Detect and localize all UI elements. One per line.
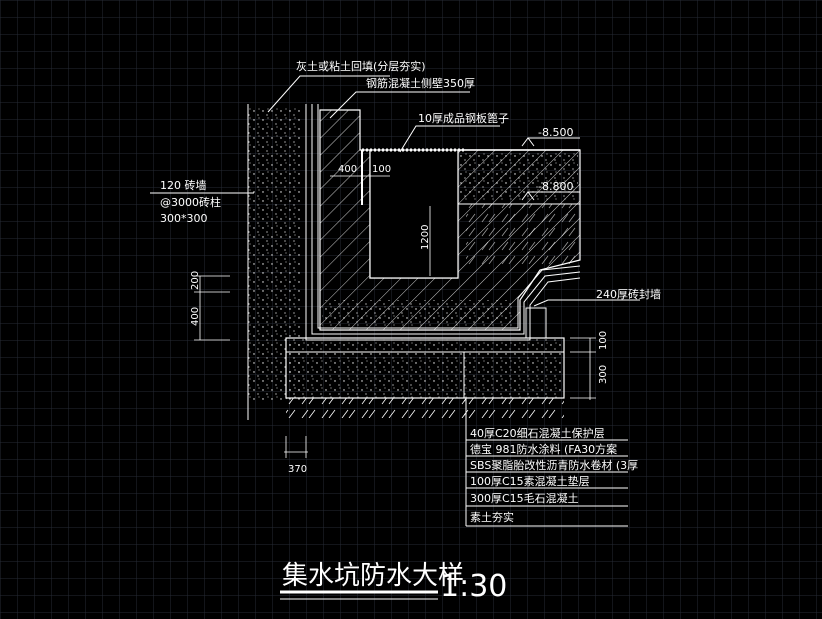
waterproof-line-1 bbox=[305, 104, 581, 341]
leader-backfill bbox=[267, 75, 390, 113]
drawing-title: 集水坑防水大样 bbox=[282, 561, 464, 591]
dim-400-left: 400 bbox=[190, 307, 201, 326]
waterproof-line-3 bbox=[317, 104, 581, 329]
dim-1200: 1200 bbox=[420, 225, 431, 250]
layer-2: 德宝 981防水涂料 (FA30方案 bbox=[470, 442, 617, 456]
backfill-soil bbox=[248, 108, 300, 400]
dim-100-right: 100 bbox=[598, 331, 609, 350]
layer-3: SBS聚脂胎改性沥青防水卷材 (3厚 bbox=[470, 458, 638, 472]
label-backfill: 灰土或粘土回填(分层夯实) bbox=[296, 59, 426, 73]
label-cover: 10厚成品钢板篦子 bbox=[418, 111, 509, 125]
foundation-pad bbox=[285, 337, 565, 399]
leader-sealing-wall bbox=[533, 299, 640, 307]
compacted-soil-right bbox=[464, 398, 564, 418]
label-side-wall: 钢筋混凝土侧壁350厚 bbox=[366, 76, 475, 90]
drawing-scale: 1:30 bbox=[440, 569, 507, 604]
label-sealing-wall: 240厚砖封墙 bbox=[596, 287, 661, 301]
dim-100: 100 bbox=[372, 164, 391, 175]
layer-4: 100厚C15素混凝土垫层 bbox=[470, 474, 590, 488]
slab-soil bbox=[466, 204, 578, 264]
label-brick-wall-1: 120 砖墙 bbox=[160, 178, 207, 192]
dim-370: 370 bbox=[288, 464, 307, 475]
dim-200: 200 bbox=[190, 271, 201, 290]
layer-5: 300厚C15毛石混凝土 bbox=[470, 491, 579, 505]
label-elev-top: -8.500 bbox=[538, 126, 573, 139]
dim-300: 300 bbox=[598, 365, 609, 384]
dim-400: 400 bbox=[338, 164, 357, 175]
label-elev-second: -8.800 bbox=[538, 180, 573, 193]
waterproof-line-2 bbox=[311, 104, 581, 335]
label-brick-wall-3: 300*300 bbox=[160, 212, 208, 225]
layer-6: 素土夯实 bbox=[470, 510, 514, 524]
label-brick-wall-2: @3000砖柱 bbox=[160, 195, 221, 209]
base-fill bbox=[322, 300, 512, 326]
leader-cover bbox=[399, 125, 500, 153]
leader-side-wall bbox=[329, 91, 470, 119]
layer-1: 40厚C20细石混凝土保护层 bbox=[470, 426, 605, 440]
compacted-soil-left bbox=[286, 398, 466, 418]
